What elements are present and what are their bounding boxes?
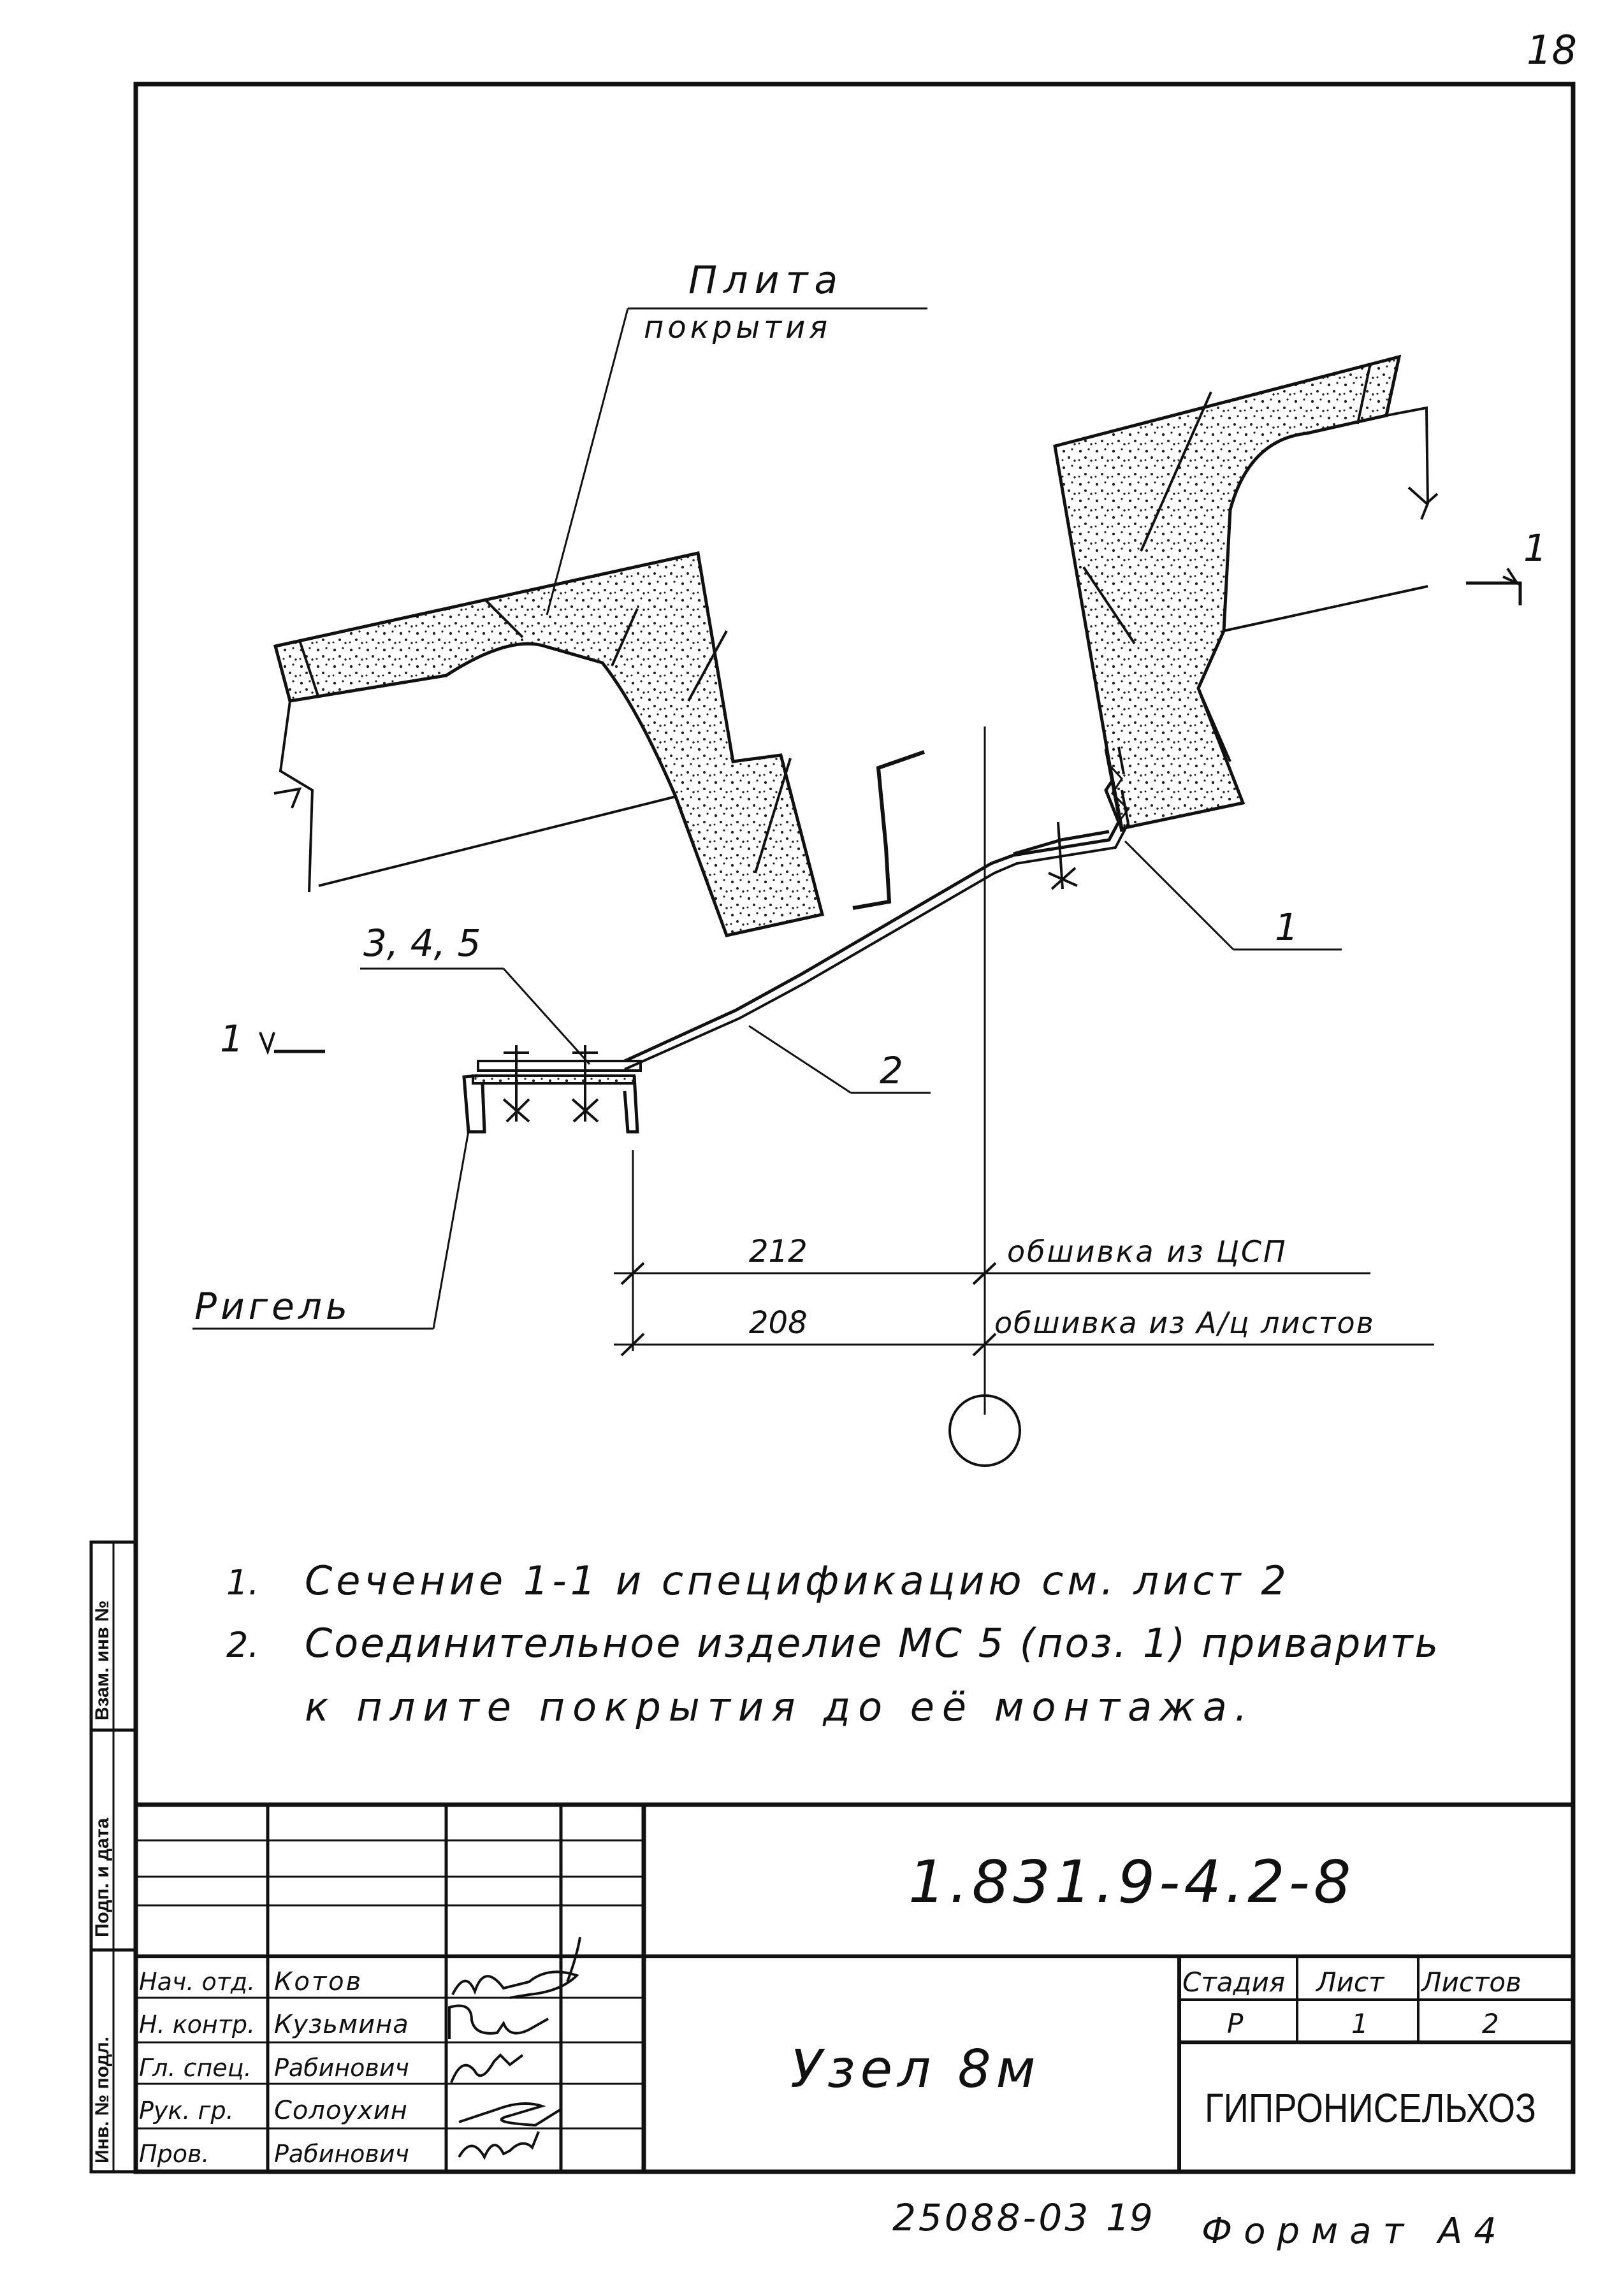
sheet-value: 1: [1351, 2008, 1369, 2039]
drawing-title: Узел 8м: [790, 2039, 1041, 2100]
page-number: 18: [1527, 27, 1577, 73]
sheets-header: Листов: [1420, 1967, 1521, 1998]
footer-format: Формат А4: [1202, 2211, 1508, 2252]
signatures: [448, 1937, 581, 2160]
name-3: Рабинович: [274, 2054, 409, 2082]
role-1: Нач. отд.: [139, 1968, 255, 1996]
note-2-number: 2.: [226, 1625, 259, 1665]
role-2: Н. контр.: [139, 2011, 255, 2039]
notes: 1. Сечение 1-1 и спецификацию см. лист 2…: [226, 1557, 1440, 1730]
footer-page: 19: [1106, 2196, 1153, 2239]
sheet-frame: [133, 82, 1576, 2174]
note-2-text: Соединительное изделие МС 5 (поз. 1) при…: [305, 1620, 1440, 1666]
footer-number: 25088-03: [892, 2196, 1091, 2239]
callout-345: 3, 4, 5: [363, 921, 481, 965]
role-3: Гл. спец.: [139, 2054, 252, 2082]
dimension-212: 212: [749, 1234, 808, 1269]
name-5: Рабинович: [274, 2140, 409, 2168]
slab-label-line1: Плита: [688, 258, 844, 303]
note-1-text: Сечение 1-1 и спецификацию см. лист 2: [305, 1557, 1290, 1604]
callout-2: 2: [880, 1049, 903, 1092]
sheets-value: 2: [1482, 2008, 1499, 2039]
note-1-number: 1.: [226, 1563, 259, 1603]
beam-channel: [462, 1045, 642, 1134]
dimension-212-note: обшивка из ЦСП: [1007, 1234, 1288, 1269]
stage-value: Р: [1227, 2008, 1244, 2039]
axis-marker: [948, 1394, 1021, 1467]
dimension-208-note: обшивка из А/ц листов: [994, 1306, 1375, 1340]
section-cut-bracket: [852, 750, 925, 910]
slab-label-line2: покрытия: [644, 310, 831, 345]
signature-rows: Нач. отд. Котов Н. контр. Кузьмина Гл. с…: [139, 1967, 409, 2168]
section-mark-right: 1: [1523, 526, 1547, 570]
margin-stamp-replacement: Взам. инв №: [92, 1600, 113, 1721]
role-4: Рук. гр.: [139, 2097, 234, 2125]
name-2: Кузьмина: [274, 2010, 409, 2039]
slab-left: [273, 551, 825, 937]
role-5: Пров.: [139, 2140, 209, 2168]
stage-header: Стадия: [1182, 1967, 1285, 1998]
margin-stamp-inventory: Инв. № подл.: [92, 2037, 113, 2163]
dimension-208: 208: [749, 1305, 808, 1341]
callout-1: 1: [1275, 906, 1298, 949]
margin-stamp-signature: Подп. и дата: [92, 1817, 113, 1937]
margin-stamp: [89, 1540, 138, 2174]
sheet-header: Лист: [1315, 1967, 1385, 1998]
node-drawing: [192, 307, 1522, 1467]
note-3-text: к плите покрытия до её монтажа.: [305, 1684, 1255, 1730]
connecting-strip: [623, 779, 1121, 1063]
document-code: 1.831.9-4.2-8: [908, 1848, 1354, 1916]
organization-name: ГИПРОНИСЕЛЬХОЗ: [1205, 2085, 1536, 2131]
section-mark-left: 1: [220, 1017, 243, 1060]
name-1: Котов: [274, 1967, 363, 1996]
title-block-grid: [136, 1802, 1573, 2172]
rigel-label: Ригель: [194, 1285, 351, 1328]
name-4: Солоухин: [274, 2096, 408, 2125]
slab-right: [1053, 354, 1439, 830]
